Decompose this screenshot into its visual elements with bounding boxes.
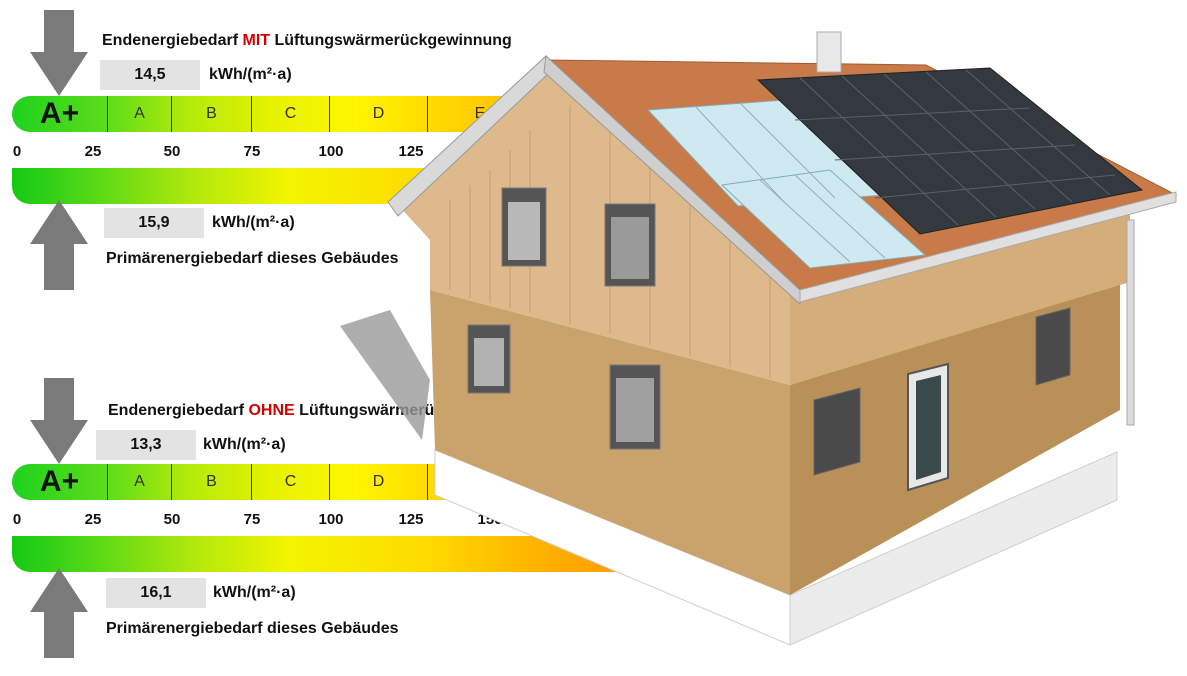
scale-tick: 125 xyxy=(398,143,424,160)
scale-tick: 0 xyxy=(12,143,22,160)
arrow-down-icon xyxy=(30,10,88,96)
scale-tick: 50 xyxy=(163,511,181,528)
end-energy-unit: kWh/(m²·a) xyxy=(203,436,286,453)
primary-energy-label: Primärenergiebedarf dieses Gebäudes xyxy=(106,620,399,637)
end-energy-unit: kWh/(m²·a) xyxy=(209,66,292,83)
class-a-plus: A+ xyxy=(12,464,108,500)
scale-tick: 100 xyxy=(318,511,344,528)
scale-tick: 125 xyxy=(398,511,424,528)
primary-energy-label: Primärenergiebedarf dieses Gebäudes xyxy=(106,250,399,267)
class-c: C xyxy=(252,96,330,132)
primary-energy-unit: kWh/(m²·a) xyxy=(213,584,296,601)
class-b: B xyxy=(172,464,252,500)
scale-tick: 0 xyxy=(12,511,22,528)
arrow-up-icon xyxy=(30,568,88,658)
class-a: A xyxy=(108,96,172,132)
arrow-up-icon xyxy=(30,200,88,290)
scale-tick: 75 xyxy=(243,511,261,528)
heading-accent: OHNE xyxy=(248,402,295,419)
energy-panel-mit: Endenergiebedarf MIT Lüftungswärmerückge… xyxy=(0,0,700,300)
class-a-plus: A+ xyxy=(12,96,108,132)
primary-energy-unit: kWh/(m²·a) xyxy=(212,214,295,231)
scale-tick: 50 xyxy=(163,143,181,160)
class-d: D xyxy=(330,464,428,500)
scale-tick: 75 xyxy=(243,143,261,160)
class-e: E xyxy=(474,105,486,122)
efficiency-class-scale: A+ A B C D E xyxy=(12,96,532,132)
house-illustration xyxy=(330,20,1187,660)
heading-accent: MIT xyxy=(242,32,271,49)
primary-energy-value: 15,9 xyxy=(104,208,204,238)
scale-tick: 25 xyxy=(84,143,102,160)
arrow-down-icon xyxy=(30,378,88,464)
class-a: A xyxy=(108,464,172,500)
house-drawing xyxy=(340,31,1178,646)
class-c: C xyxy=(252,464,330,500)
scale-tick: 25 xyxy=(84,511,102,528)
end-energy-value: 14,5 xyxy=(100,60,200,90)
end-energy-value: 13,3 xyxy=(96,430,196,460)
end-energy-heading: Endenergiebedarf MIT Lüftungswärmerückge… xyxy=(98,30,516,52)
class-b: B xyxy=(172,96,252,132)
scale-tick: 100 xyxy=(318,143,344,160)
class-d: D xyxy=(330,96,428,132)
primary-energy-value: 16,1 xyxy=(106,578,206,608)
